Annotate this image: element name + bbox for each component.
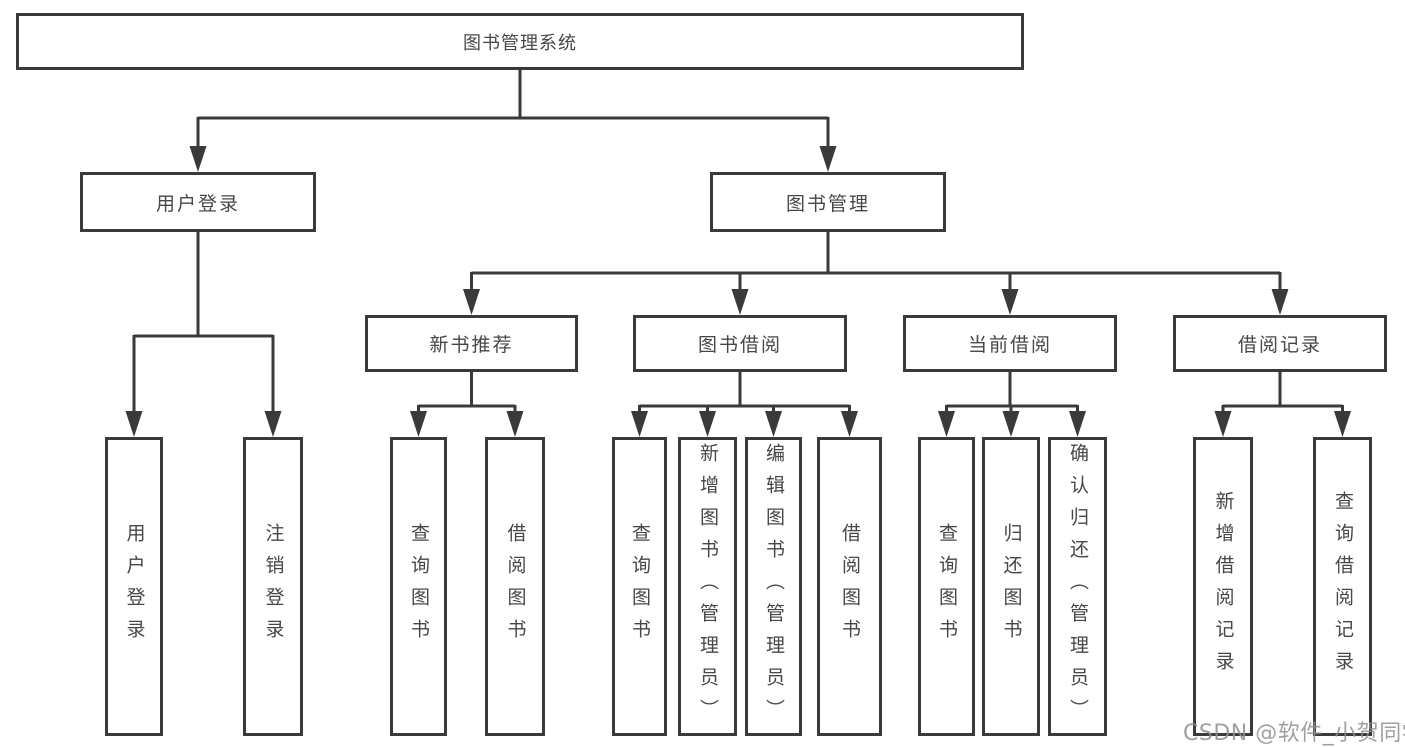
leaf-add-borrow-record: 新增借阅记录: [1193, 437, 1253, 736]
leaf-add-book-admin: 新增图书（管理员）: [678, 437, 737, 736]
leaf-label: 新增借阅记录: [1212, 490, 1235, 683]
leaf-label: 借阅图书: [839, 522, 861, 651]
node-label: 用户登录: [155, 192, 240, 215]
leaf-borrow-books-recommend: 借阅图书: [485, 437, 545, 736]
leaf-label: 归还图书: [1000, 522, 1023, 651]
leaf-label: 查询图书: [936, 522, 958, 651]
leaf-user-login: 用户登录: [105, 437, 163, 736]
node-label: 图书管理系统: [463, 32, 577, 54]
leaf-label: 编辑图书（管理员）: [763, 442, 785, 731]
leaf-label: 新增图书（管理员）: [697, 442, 719, 731]
node-label: 图书借阅: [697, 334, 782, 356]
leaf-query-books-current: 查询图书: [918, 437, 975, 736]
leaf-confirm-return-admin: 确认归还（管理员）: [1048, 437, 1107, 736]
node-user-login: 用户登录: [80, 172, 316, 232]
leaf-label: 查询借阅记录: [1332, 490, 1354, 683]
leaf-edit-book-admin: 编辑图书（管理员）: [745, 437, 802, 736]
node-book-borrow: 图书借阅: [633, 315, 847, 372]
node-new-book-recommend: 新书推荐: [365, 315, 578, 372]
leaf-return-book: 归还图书: [982, 437, 1040, 736]
leaf-label: 用户登录: [123, 522, 146, 651]
node-borrow-records: 借阅记录: [1173, 315, 1387, 372]
leaf-label: 确认归还（管理员）: [1067, 442, 1089, 731]
leaf-label: 注销登录: [262, 522, 285, 651]
arrowheads: [125, 146, 1351, 437]
leaf-query-borrow-record: 查询借阅记录: [1313, 437, 1372, 736]
node-current-borrow: 当前借阅: [903, 315, 1117, 372]
leaf-query-books-recommend: 查询图书: [390, 437, 447, 736]
csdn-watermark: CSDN @软件_小贺同学: [1183, 721, 1405, 746]
node-library-management-system: 图书管理系统: [16, 13, 1024, 70]
node-label: 新书推荐: [429, 334, 514, 356]
node-book-management: 图书管理: [710, 172, 946, 232]
leaf-label: 借阅图书: [504, 522, 527, 651]
leaf-logout: 注销登录: [243, 437, 303, 736]
leaf-query-books-borrow: 查询图书: [612, 437, 667, 736]
node-label: 借阅记录: [1237, 334, 1322, 356]
leaf-label: 查询图书: [408, 522, 430, 651]
leaf-label: 查询图书: [629, 522, 651, 651]
node-label: 图书管理: [785, 192, 870, 215]
leaf-borrow-books: 借阅图书: [817, 437, 882, 736]
node-label: 当前借阅: [967, 334, 1052, 356]
